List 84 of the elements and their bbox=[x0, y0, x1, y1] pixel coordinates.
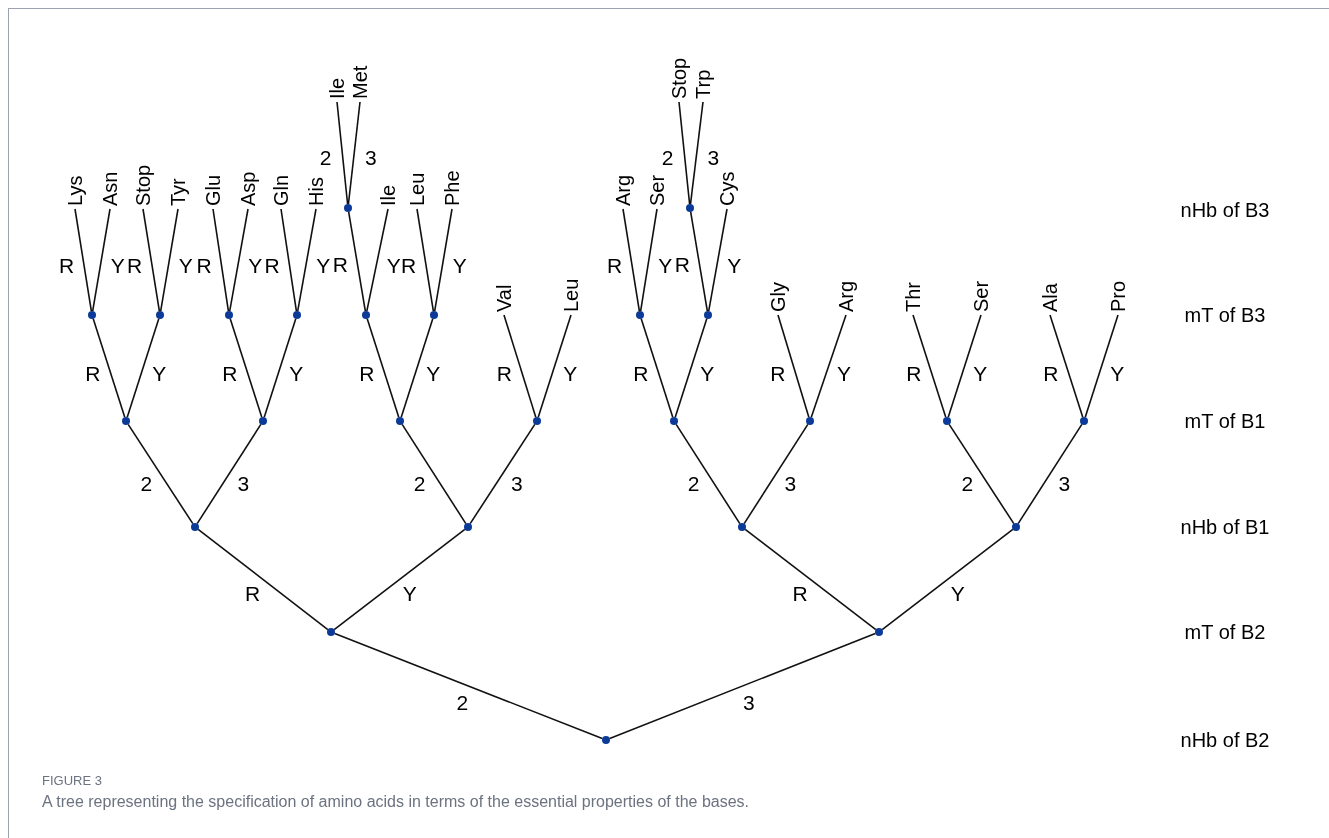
tree-branch-line bbox=[366, 208, 389, 312]
tree-branch-line bbox=[333, 528, 466, 631]
amino-acid-label: Arg bbox=[836, 280, 856, 312]
tree-branch-line bbox=[126, 318, 160, 418]
tree-branch-line bbox=[469, 423, 536, 525]
tree-branch-line bbox=[74, 208, 93, 312]
tree-branch-line bbox=[228, 208, 249, 312]
amino-acid-label: Ile bbox=[378, 184, 398, 206]
tree-branch-line bbox=[280, 208, 298, 312]
tree-branch-line bbox=[366, 318, 400, 418]
tree-branch-line bbox=[142, 208, 161, 312]
tree-branch-line bbox=[401, 423, 467, 525]
tree-branch-line bbox=[707, 208, 728, 312]
amino-acid-label: Glu bbox=[203, 174, 223, 206]
amino-acid-label: Ser bbox=[971, 280, 991, 312]
level-label: nHb of B1 bbox=[1180, 517, 1270, 537]
amino-acid-label: Leu bbox=[407, 172, 427, 206]
tree-branch-line bbox=[347, 211, 367, 312]
tree-branch-line bbox=[197, 528, 329, 631]
tree-branch-line bbox=[1049, 314, 1084, 418]
tree-branch-line bbox=[689, 101, 704, 205]
tree-branch-line bbox=[948, 423, 1015, 525]
tree-branch-line bbox=[333, 632, 604, 740]
tree-branch-line bbox=[810, 314, 847, 418]
amino-acid-label: His bbox=[306, 177, 326, 206]
tree-branch-line bbox=[743, 423, 809, 525]
level-label: nHb of B2 bbox=[1180, 730, 1270, 750]
amino-acid-label: Stop bbox=[133, 164, 153, 206]
tree-branch-line bbox=[689, 211, 709, 312]
tree-branch-line bbox=[881, 528, 1014, 631]
amino-acid-label: Ile bbox=[327, 77, 347, 99]
amino-acid-label: Cys bbox=[717, 171, 737, 206]
amino-acid-label: Met bbox=[350, 65, 370, 99]
amino-acid-label: Gly bbox=[768, 282, 788, 312]
amino-acid-label: Phe bbox=[442, 170, 462, 206]
tree-branch-line bbox=[416, 208, 435, 312]
tree-branch-line bbox=[400, 318, 434, 418]
tree-branch-line bbox=[296, 208, 317, 312]
tree-branch-line bbox=[744, 528, 877, 631]
figure-caption: A tree representing the specification of amino acids in terms of the essential properties of the bases. bbox=[42, 792, 750, 812]
tree-branch-line bbox=[675, 423, 741, 525]
tree-branch-line bbox=[622, 208, 641, 312]
tree-branch-line bbox=[212, 208, 230, 312]
amino-acid-label: Ser bbox=[647, 174, 667, 206]
amino-acid-label: Ala bbox=[1040, 283, 1060, 312]
amino-acid-label: Tyr bbox=[168, 178, 188, 206]
amino-acid-label: Thr bbox=[903, 282, 923, 312]
tree-branch-line bbox=[674, 318, 708, 418]
tree-branch-line bbox=[537, 314, 572, 418]
amino-acid-label: Stop bbox=[669, 57, 689, 99]
level-label: mT of B3 bbox=[1184, 305, 1266, 325]
tree-branch-line bbox=[947, 314, 982, 418]
tree-branch-line bbox=[912, 314, 947, 418]
tree-branch-line bbox=[503, 314, 537, 418]
amino-acid-label: Lys bbox=[65, 175, 85, 206]
amino-acid-label: Asp bbox=[238, 171, 258, 206]
amino-acid-label: Asn bbox=[100, 171, 120, 206]
level-label: nHb of B3 bbox=[1180, 200, 1270, 220]
tree-branch-line bbox=[127, 423, 194, 525]
tree-branch-line bbox=[608, 632, 877, 740]
tree-branch-line bbox=[347, 101, 361, 205]
amino-acid-label: Pro bbox=[1108, 280, 1128, 312]
amino-acid-label: Arg bbox=[613, 174, 633, 206]
amino-acid-label: Val bbox=[494, 284, 514, 312]
tree-branch-line bbox=[91, 208, 111, 312]
level-label: mT of B1 bbox=[1184, 411, 1266, 431]
tree-branch-line bbox=[196, 423, 262, 525]
amino-acid-label: Gln bbox=[271, 174, 291, 206]
tree-branch-line bbox=[159, 208, 179, 312]
tree-branch-line bbox=[336, 101, 349, 205]
amino-acid-label: Trp bbox=[693, 69, 713, 99]
tree-branch-line bbox=[92, 318, 126, 418]
tree-branch-line bbox=[263, 318, 297, 418]
tree-branch-line bbox=[640, 318, 674, 418]
level-label: mT of B2 bbox=[1184, 622, 1266, 642]
tree-branch-line bbox=[229, 318, 263, 418]
tree-branch-line bbox=[639, 208, 658, 312]
tree-branch-line bbox=[433, 208, 453, 312]
tree-branch-line bbox=[777, 314, 810, 418]
tree-branch-line bbox=[1084, 314, 1119, 418]
tree-branch-line bbox=[1017, 423, 1083, 525]
tree-branch-line bbox=[678, 101, 691, 205]
amino-acid-label: Leu bbox=[561, 278, 581, 312]
figure-number: FIGURE 3 bbox=[42, 774, 102, 787]
